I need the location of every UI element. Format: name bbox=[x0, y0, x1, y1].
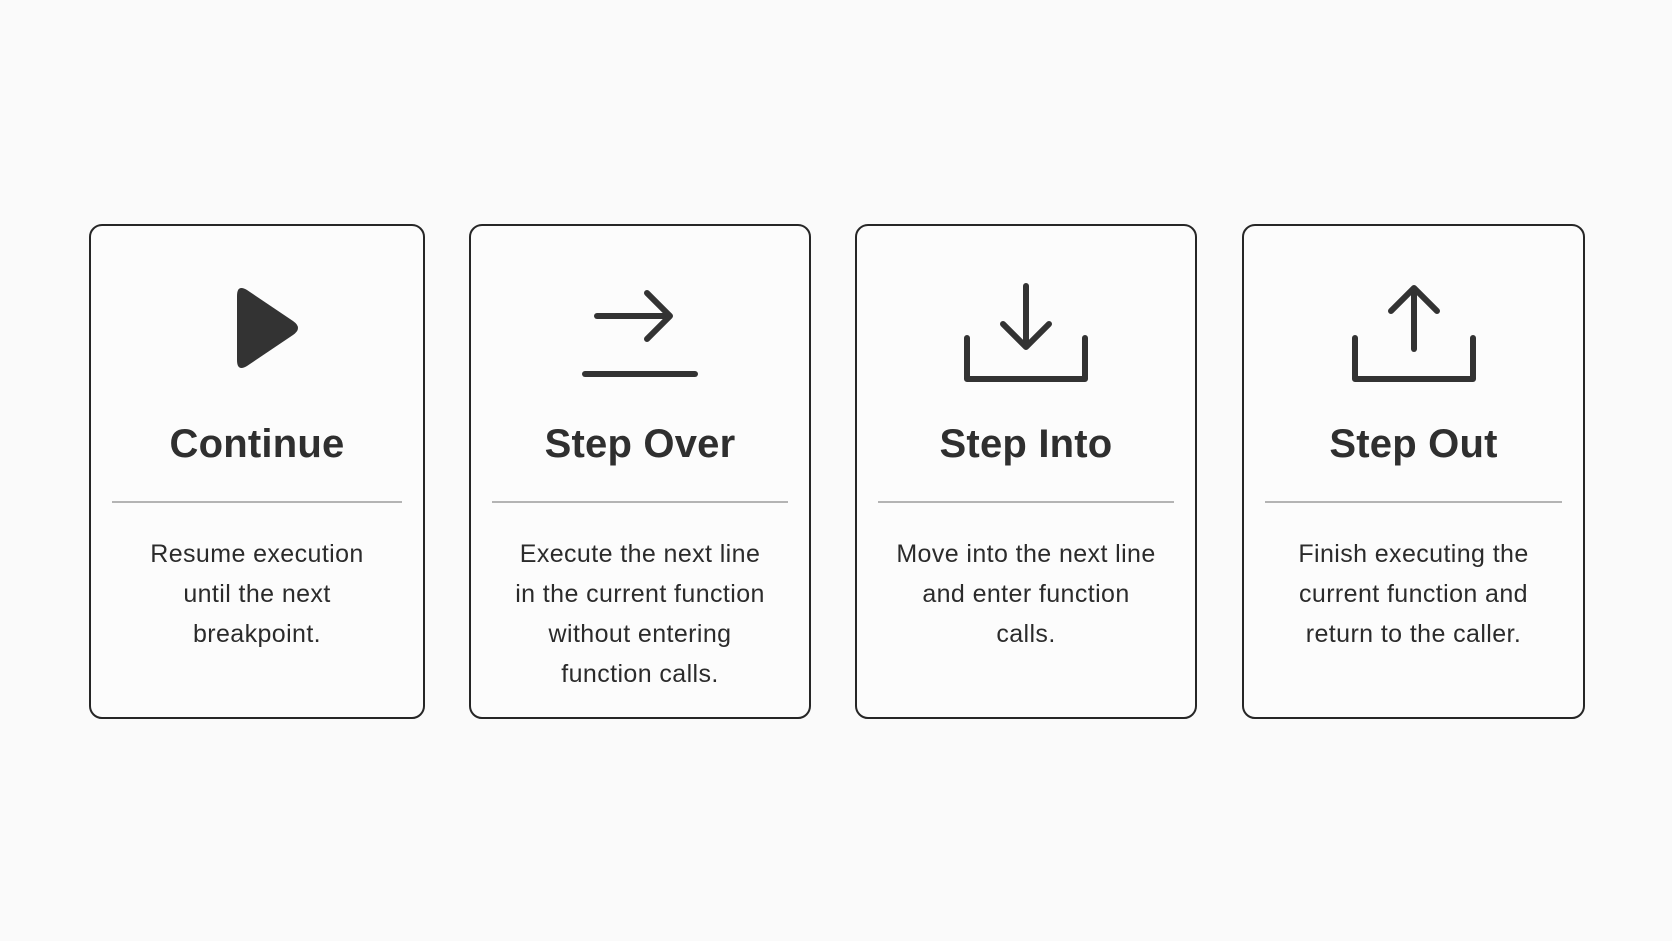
description-line: Finish executing the bbox=[1298, 540, 1529, 568]
description-line: Move into the next line bbox=[896, 540, 1156, 568]
description-line: Resume execution bbox=[150, 540, 364, 568]
play-icon bbox=[187, 274, 327, 394]
description-line: and enter function bbox=[922, 580, 1130, 608]
description-line: in the current function bbox=[515, 580, 765, 608]
divider bbox=[492, 501, 788, 503]
description-line: without entering bbox=[548, 620, 732, 648]
step-out-icon bbox=[1344, 274, 1484, 394]
card-title: Step Into bbox=[939, 422, 1113, 466]
description-line: current function and bbox=[1299, 580, 1528, 608]
divider bbox=[878, 501, 1174, 503]
card-description: Resume execution until the next breakpoi… bbox=[109, 534, 405, 654]
card-description: Move into the next line and enter functi… bbox=[875, 534, 1177, 654]
description-line: calls. bbox=[996, 620, 1056, 648]
divider bbox=[1265, 501, 1562, 503]
card-continue: Continue Resume execution until the next… bbox=[89, 224, 425, 719]
step-over-icon bbox=[570, 274, 710, 394]
card-title: Step Over bbox=[544, 422, 736, 466]
description-line: breakpoint. bbox=[192, 620, 322, 648]
description-line: function calls. bbox=[561, 660, 719, 688]
card-step-out: Step Out Finish executing the current fu… bbox=[1242, 224, 1585, 719]
card-description: Finish executing the current function an… bbox=[1262, 534, 1565, 654]
card-step-over: Step Over Execute the next line in the c… bbox=[469, 224, 811, 719]
divider bbox=[112, 501, 402, 503]
description-line: return to the caller. bbox=[1305, 620, 1522, 648]
description-line: Execute the next line bbox=[519, 540, 761, 568]
step-into-icon bbox=[956, 274, 1096, 394]
card-description: Execute the next line in the current fun… bbox=[489, 534, 791, 694]
card-step-into: Step Into Move into the next line and en… bbox=[855, 224, 1197, 719]
card-title: Step Out bbox=[1329, 422, 1498, 466]
card-title: Continue bbox=[169, 422, 345, 466]
description-line: until the next bbox=[183, 580, 331, 608]
